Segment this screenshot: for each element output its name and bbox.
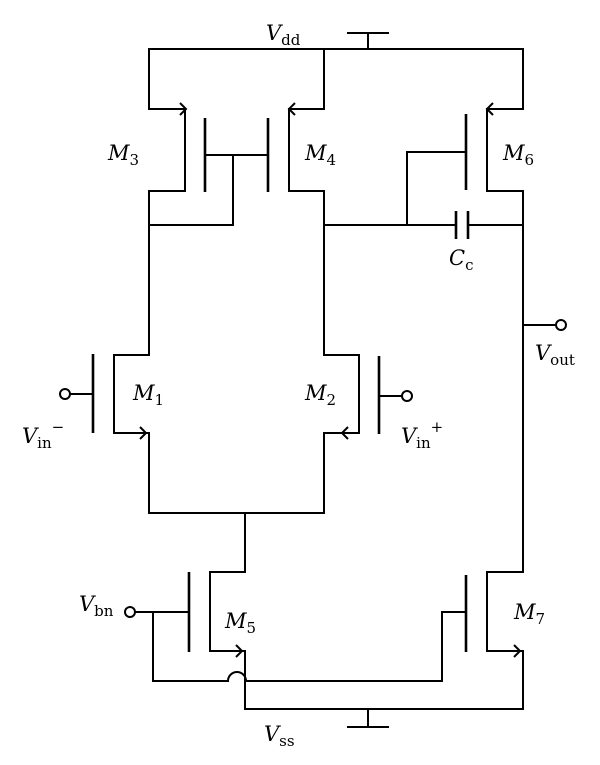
m3-label: M3 bbox=[107, 141, 139, 169]
transistor-m2 bbox=[323, 354, 413, 440]
output-line bbox=[522, 190, 567, 573]
vss-label: Vss bbox=[264, 722, 295, 750]
cc-label: Cc bbox=[449, 246, 473, 274]
m2-label: M2 bbox=[304, 381, 336, 409]
m7-label: M7 bbox=[513, 600, 545, 628]
m4-label: M4 bbox=[304, 141, 336, 169]
vout-label: Vout bbox=[535, 341, 575, 369]
vbn-label: Vbn bbox=[79, 592, 114, 620]
vin-plus-label: Vin+ bbox=[401, 418, 443, 452]
m6-label: M6 bbox=[502, 141, 534, 169]
transistor-m3 bbox=[148, 102, 207, 192]
vdd-rail bbox=[148, 32, 524, 110]
compensation-capacitor bbox=[323, 211, 524, 239]
m5-label: M5 bbox=[224, 609, 256, 637]
transistor-m1 bbox=[59, 354, 150, 440]
vin-minus-label: Vin− bbox=[22, 418, 64, 452]
vdd-label: Vdd bbox=[266, 21, 301, 49]
m1-label: M1 bbox=[132, 381, 164, 409]
mirror-gate-connection bbox=[148, 154, 325, 356]
tail-node bbox=[148, 432, 325, 573]
transistor-m6 bbox=[406, 102, 524, 226]
transistor-m7 bbox=[464, 571, 524, 710]
vss-rail bbox=[244, 708, 524, 728]
transistor-m5 bbox=[124, 571, 467, 710]
